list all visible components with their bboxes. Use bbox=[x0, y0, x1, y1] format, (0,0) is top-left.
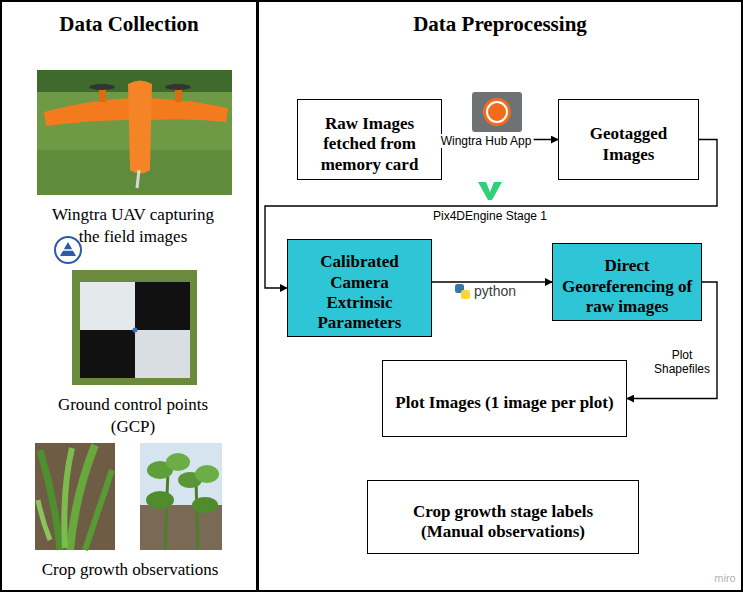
edge-label: python bbox=[472, 283, 518, 300]
icon-tile bbox=[472, 92, 522, 132]
grass-ground bbox=[72, 270, 197, 385]
target-center bbox=[133, 328, 138, 333]
process-box: Crop growth stage labels (Manual observa… bbox=[367, 480, 639, 554]
propeller bbox=[165, 84, 191, 90]
maize-leaf bbox=[85, 470, 112, 550]
box-label: Crop growth stage labels (Manual observa… bbox=[388, 502, 618, 543]
box-label: Calibrated Camera Extrinsic Parameters bbox=[296, 252, 424, 334]
maize-leaf bbox=[38, 500, 50, 540]
wingtra-hub-icon bbox=[472, 92, 522, 132]
photo-caption: Ground control points (GCP) bbox=[48, 394, 218, 438]
pix4d-mark bbox=[478, 182, 502, 200]
icon-ring bbox=[487, 102, 507, 122]
soy-leaf bbox=[146, 491, 174, 509]
process-box: Raw Images fetched from memory card bbox=[297, 99, 442, 180]
motor-pod bbox=[99, 88, 106, 102]
logo-stroke bbox=[62, 249, 74, 251]
edge-label: Plot Shapefiles bbox=[648, 348, 716, 377]
pix4d-icon bbox=[478, 182, 502, 200]
grass-ground bbox=[37, 70, 232, 195]
watermark: miro bbox=[710, 571, 740, 585]
process-box: Direct Georeferencing of raw images bbox=[552, 243, 702, 321]
target-white bbox=[135, 330, 190, 378]
target-white bbox=[80, 282, 135, 330]
process-box: Geotagged Images bbox=[558, 99, 699, 180]
icon-mark bbox=[491, 108, 503, 118]
box-label: Plot Images (1 image per plot) bbox=[395, 393, 613, 413]
uav-leg bbox=[137, 170, 139, 188]
plant-stem bbox=[196, 480, 198, 550]
gps-logo bbox=[55, 237, 81, 263]
python-icon bbox=[455, 284, 470, 299]
process-box: Plot Images (1 image per plot) bbox=[382, 360, 627, 437]
box-label: Direct Georeferencing of raw images bbox=[560, 256, 694, 317]
target-black bbox=[80, 330, 135, 378]
uav-body bbox=[128, 81, 152, 174]
process-box: Calibrated Camera Extrinsic Parameters bbox=[287, 239, 432, 337]
box-label: Raw Images fetched from memory card bbox=[306, 114, 433, 175]
uav-photo bbox=[37, 70, 232, 195]
panel-region: Data Collection bbox=[0, 0, 258, 592]
soy-leaf bbox=[192, 497, 218, 513]
soybean-photo bbox=[140, 443, 222, 550]
sky bbox=[140, 443, 222, 550]
edge-label: Pix4DEngine Stage 1 bbox=[431, 209, 549, 223]
photo-caption: Crop growth observations bbox=[10, 559, 250, 581]
photo-caption: Wingtra UAV capturing the field images bbox=[43, 204, 223, 248]
logo-triangle bbox=[60, 242, 76, 256]
icon-disc bbox=[483, 98, 511, 126]
edge-label: Wingtra Hub App bbox=[439, 134, 534, 148]
soil bbox=[35, 443, 115, 550]
propeller bbox=[89, 84, 115, 90]
motor-pod bbox=[175, 88, 182, 102]
panel-heading: Data Collection bbox=[2, 12, 256, 37]
soy-leaf bbox=[195, 465, 219, 483]
logo-ring bbox=[55, 237, 81, 263]
plant-stem bbox=[165, 470, 168, 550]
box-label: Geotagged Images bbox=[579, 124, 679, 165]
soy-leaf bbox=[166, 453, 190, 471]
python-half bbox=[461, 290, 470, 299]
target-black bbox=[135, 282, 190, 330]
maize-leaf bbox=[64, 448, 72, 548]
panel-heading: Data Preprocessing bbox=[259, 12, 741, 37]
gcp-photo bbox=[72, 270, 197, 385]
maize-photo bbox=[35, 443, 115, 550]
